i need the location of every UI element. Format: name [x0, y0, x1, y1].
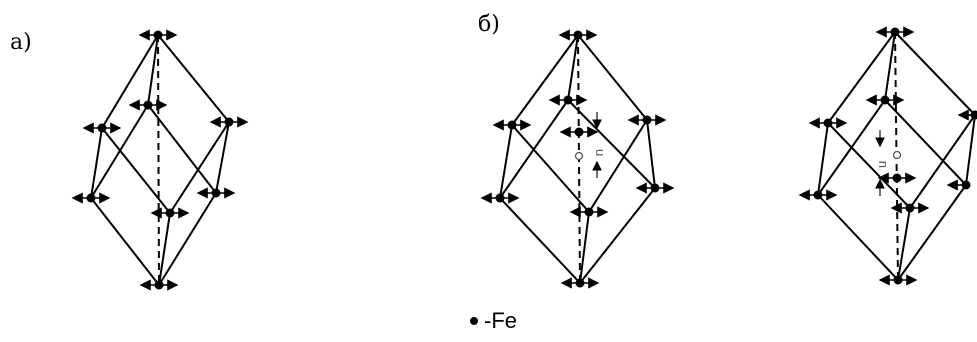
cell-a-atoms: [86, 30, 234, 290]
fe-atom-symbol: [470, 317, 478, 325]
cell-c: [798, 26, 977, 286]
cell-a: [71, 29, 249, 291]
displacement-label-c: u: [874, 161, 889, 168]
panel-b-label: б): [478, 12, 500, 37]
cell-a-spin-arrows: [71, 29, 249, 291]
legend-text: -Fe: [484, 308, 517, 333]
cell-b: [480, 29, 675, 289]
displacement-label-b: u: [593, 149, 608, 156]
panel-a-label: а): [10, 30, 32, 55]
legend: -Fe: [470, 308, 517, 334]
